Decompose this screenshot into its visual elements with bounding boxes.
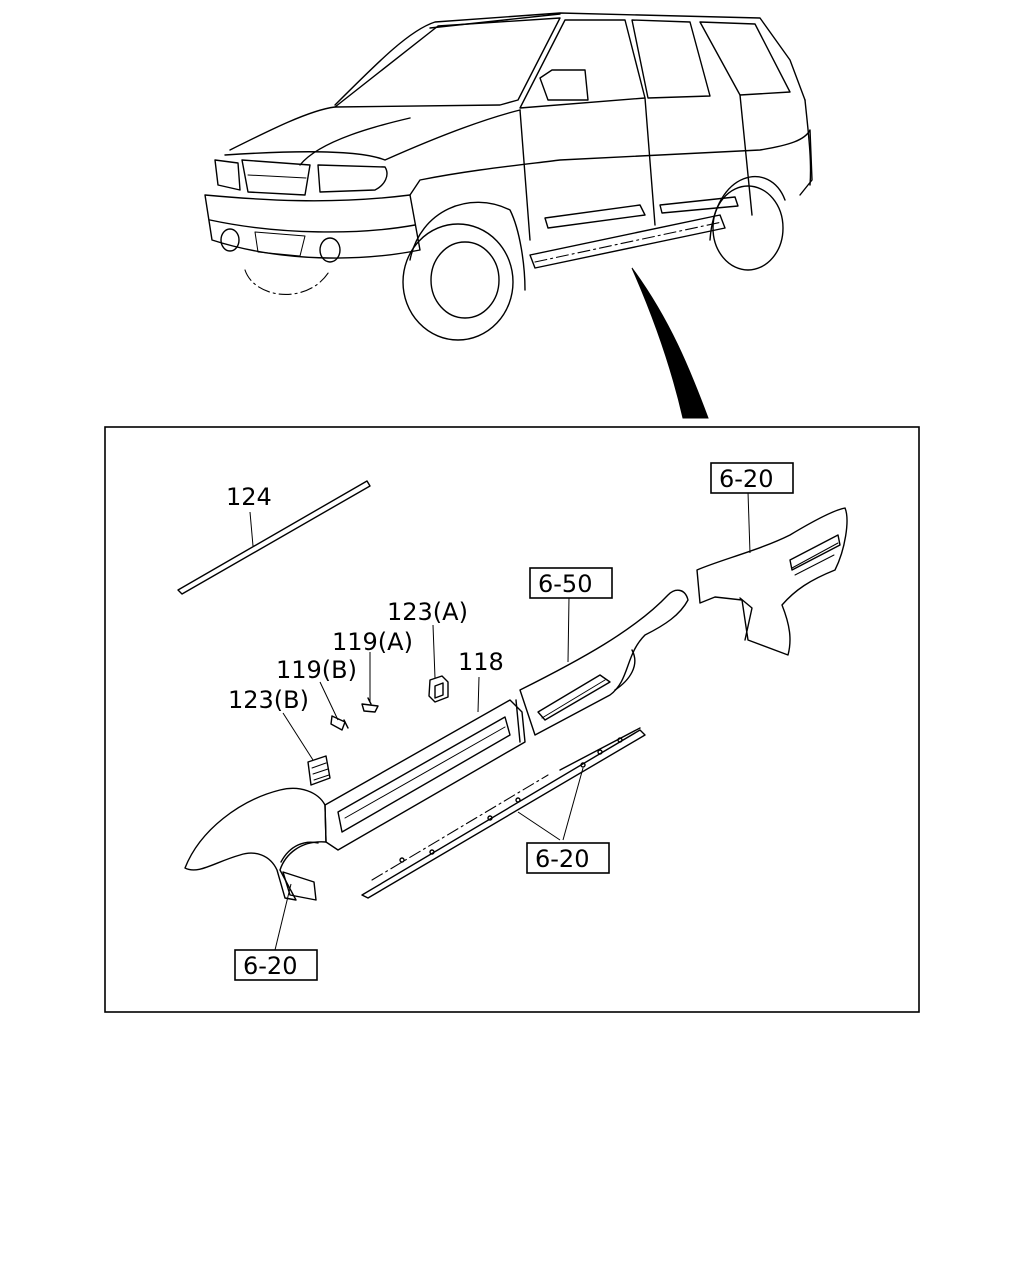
side-step bbox=[529, 214, 726, 269]
rear-door-window bbox=[631, 19, 711, 99]
callout-124: 124 bbox=[226, 483, 272, 511]
detail-pointer-arrow bbox=[631, 267, 709, 419]
part-6-20-front-flare bbox=[184, 787, 327, 901]
fog-lamp-right bbox=[319, 237, 341, 263]
fog-lamp-left bbox=[220, 228, 240, 252]
part-118-door-molding bbox=[324, 699, 526, 851]
part-123b-pad bbox=[307, 755, 331, 786]
part-6-20-rear-flare bbox=[696, 507, 848, 656]
callout-6-20-step: 6-20 bbox=[535, 845, 589, 873]
headlight bbox=[317, 164, 388, 193]
callout-119a: 119(A) bbox=[332, 628, 413, 656]
windshield bbox=[334, 17, 561, 108]
rear-wheel bbox=[712, 185, 784, 271]
callout-123a: 123(A) bbox=[387, 598, 468, 626]
callout-119b: 119(B) bbox=[276, 656, 357, 684]
front-bumper bbox=[204, 194, 421, 259]
part-124-strip bbox=[177, 480, 371, 595]
front-wheel bbox=[402, 223, 514, 341]
part-6-50-rear-molding bbox=[519, 589, 689, 736]
detail-frame bbox=[104, 426, 920, 1013]
callout-123b: 123(B) bbox=[228, 686, 309, 714]
callout-6-20-rear: 6-20 bbox=[719, 465, 773, 493]
vehicle-illustration bbox=[204, 12, 813, 341]
rear-quarter-window bbox=[699, 21, 791, 96]
callout-6-20-front: 6-20 bbox=[243, 952, 297, 980]
part-119b-screw bbox=[330, 715, 349, 731]
leader-lines bbox=[249, 491, 751, 951]
side-mirror bbox=[539, 69, 589, 101]
part-123a-clip bbox=[428, 675, 449, 703]
grille bbox=[241, 159, 311, 196]
callout-118: 118 bbox=[458, 648, 504, 676]
front-door-window bbox=[519, 19, 646, 109]
callout-6-50: 6-50 bbox=[538, 570, 592, 598]
part-6-20-side-step-rail bbox=[361, 727, 646, 899]
